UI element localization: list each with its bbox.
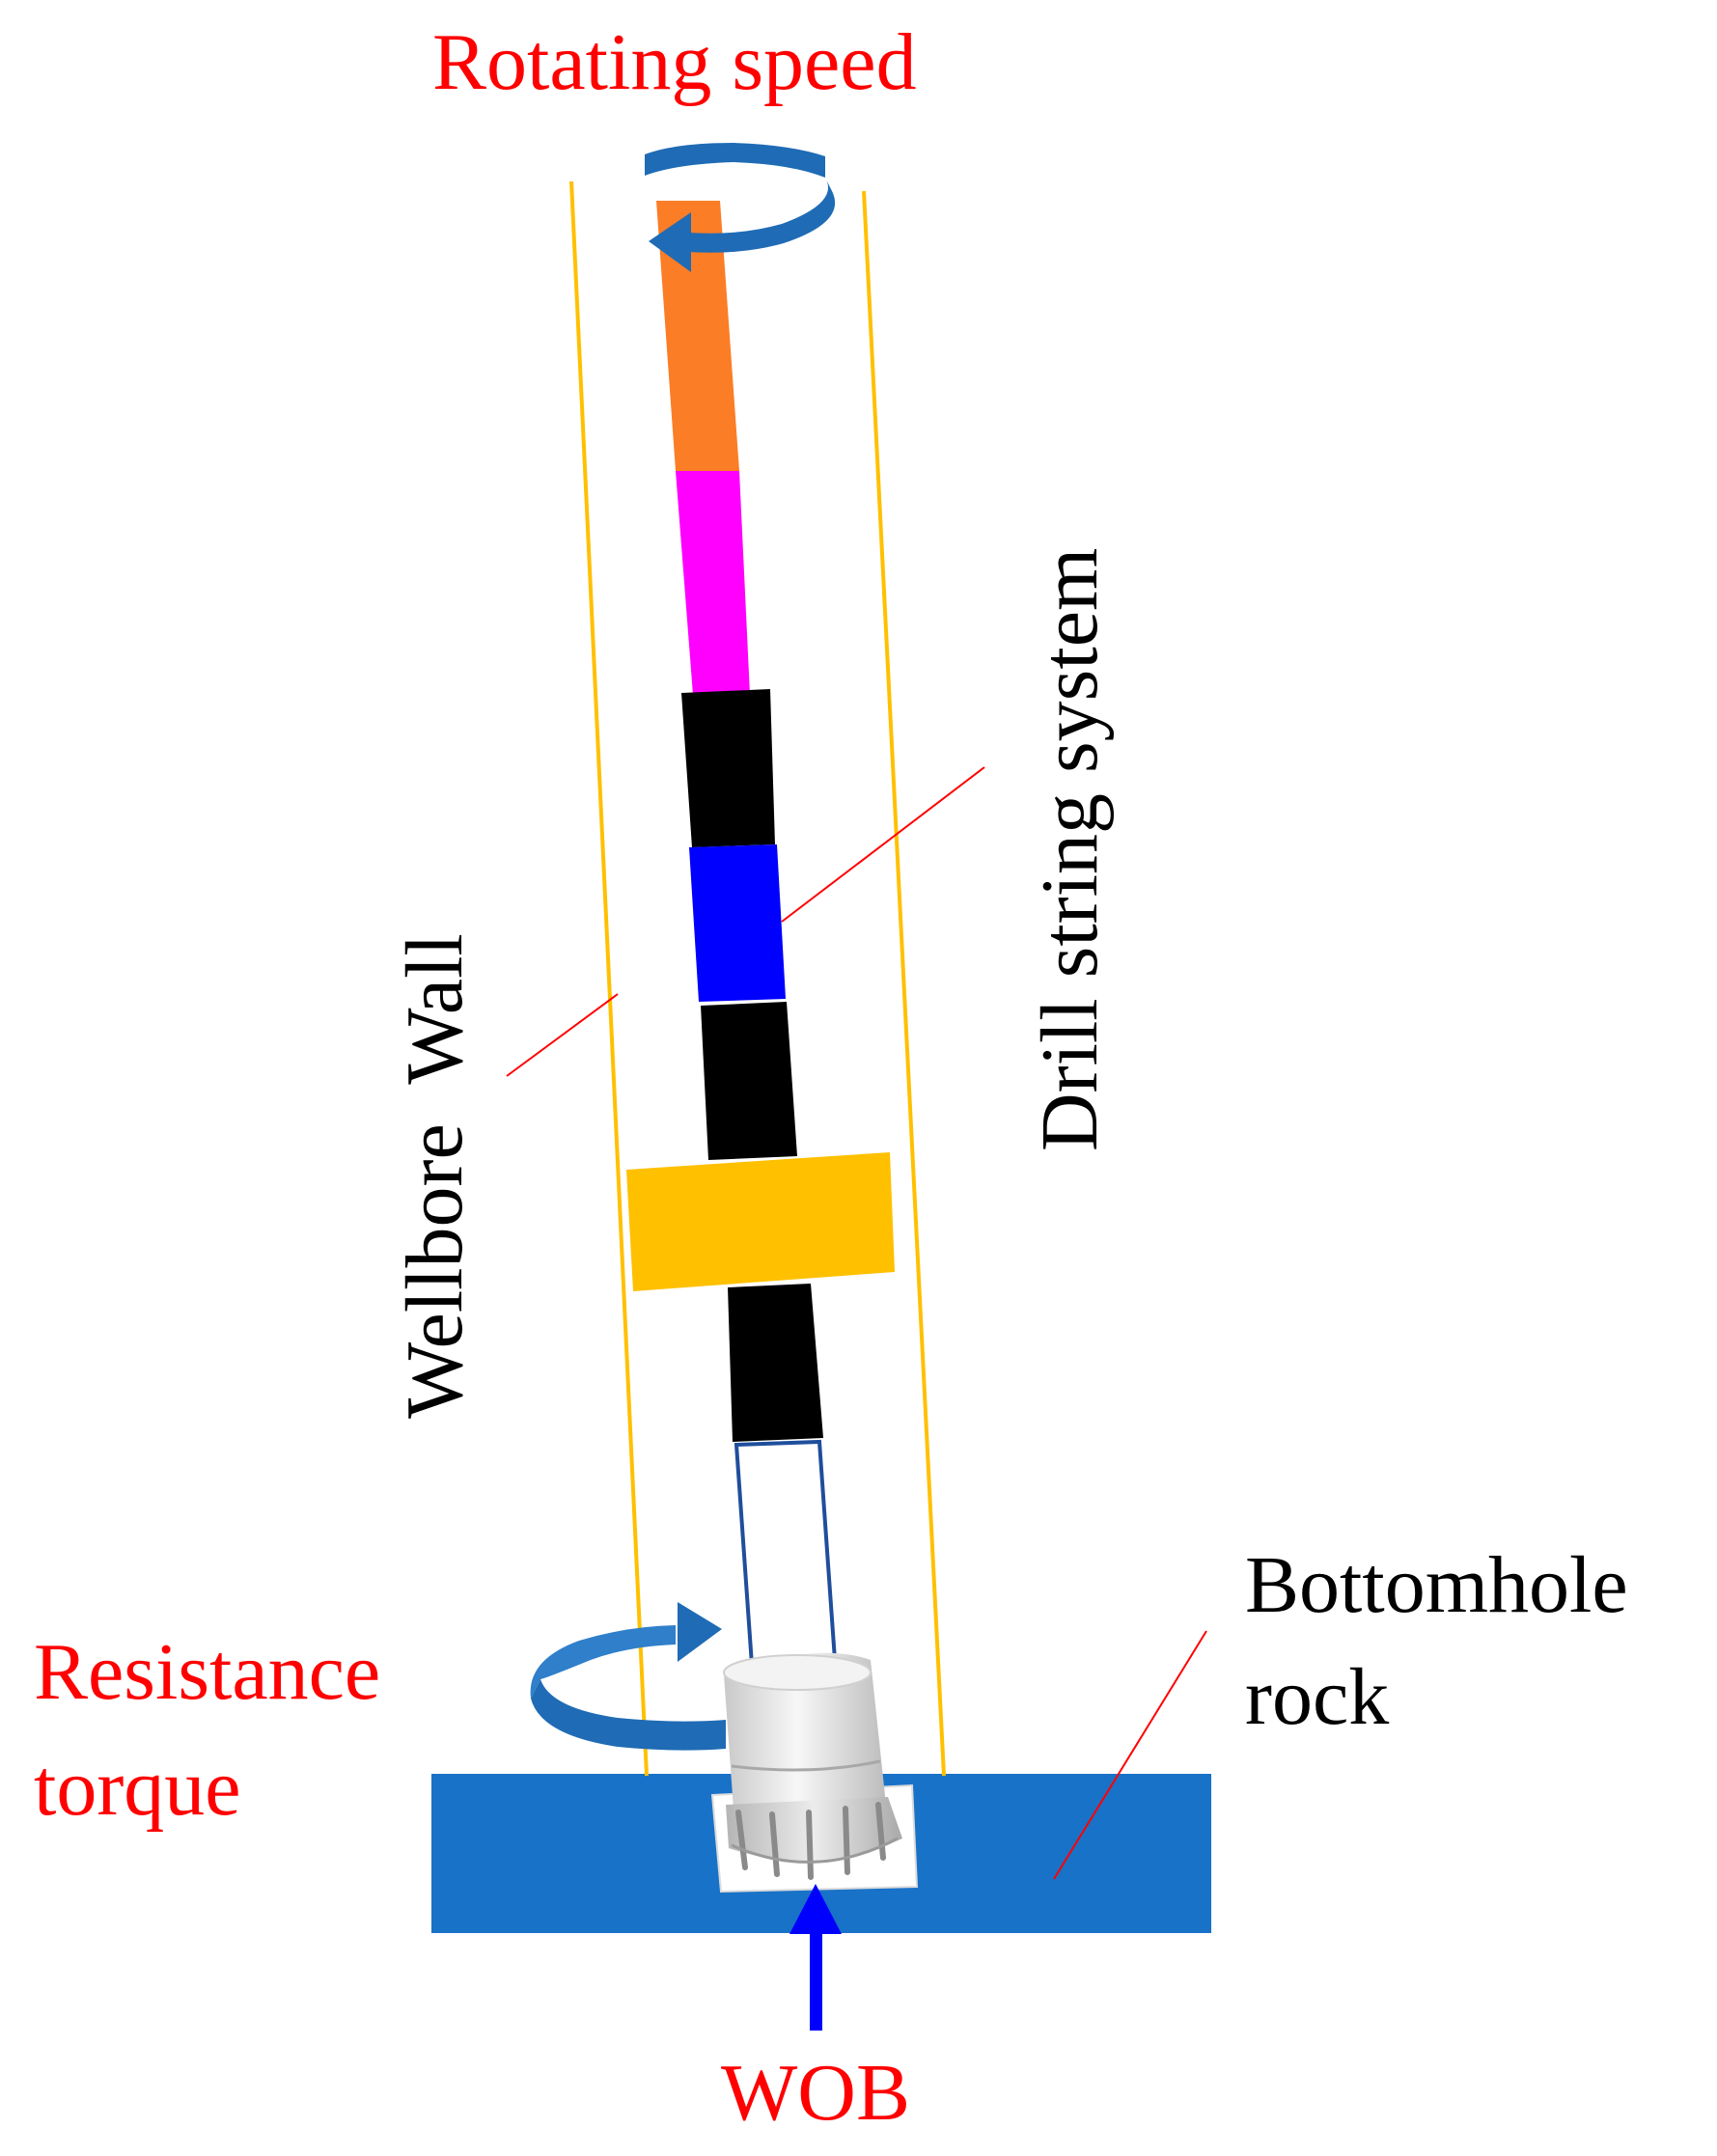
leader-line-wellbore-wall bbox=[506, 993, 619, 1077]
rotation-arrow-icon bbox=[645, 143, 836, 272]
drill-string-segment-black-2 bbox=[701, 1002, 797, 1160]
wob-label: WOB bbox=[721, 2048, 910, 2138]
bottomhole-rock-label-line2: rock bbox=[1245, 1652, 1389, 1742]
wellbore-wall-label: Wellbore Wall bbox=[390, 933, 480, 1419]
resistance-torque-label-line2: torque bbox=[34, 1743, 241, 1833]
drill-string-segment-magenta bbox=[676, 471, 750, 695]
leader-line-drill-string bbox=[781, 766, 985, 923]
rotation-arrow-icon bbox=[530, 1602, 726, 1751]
drill-string-segment-black-1 bbox=[681, 689, 775, 847]
stabilizer-block bbox=[626, 1152, 895, 1291]
drill-bit-icon bbox=[710, 1652, 919, 1893]
arrow-up-icon bbox=[789, 1884, 842, 2031]
drill-string-system-label: Drill string system bbox=[1025, 548, 1115, 1151]
wellbore-wall-right bbox=[862, 190, 946, 1777]
drill-string-segment-black-3 bbox=[728, 1284, 823, 1442]
resistance-torque-label-line1: Resistance bbox=[34, 1627, 380, 1717]
drill-string-segment-orange bbox=[656, 201, 739, 471]
rotating-speed-label: Rotating speed bbox=[432, 17, 917, 107]
bottomhole-rock-label-line1: Bottomhole bbox=[1245, 1540, 1628, 1630]
wellbore-wall-left bbox=[569, 180, 649, 1777]
leader-line-bottomhole-rock bbox=[1053, 1630, 1207, 1880]
drill-string-segment-blue bbox=[689, 844, 786, 1002]
bit-sub-outline bbox=[734, 1439, 838, 1668]
